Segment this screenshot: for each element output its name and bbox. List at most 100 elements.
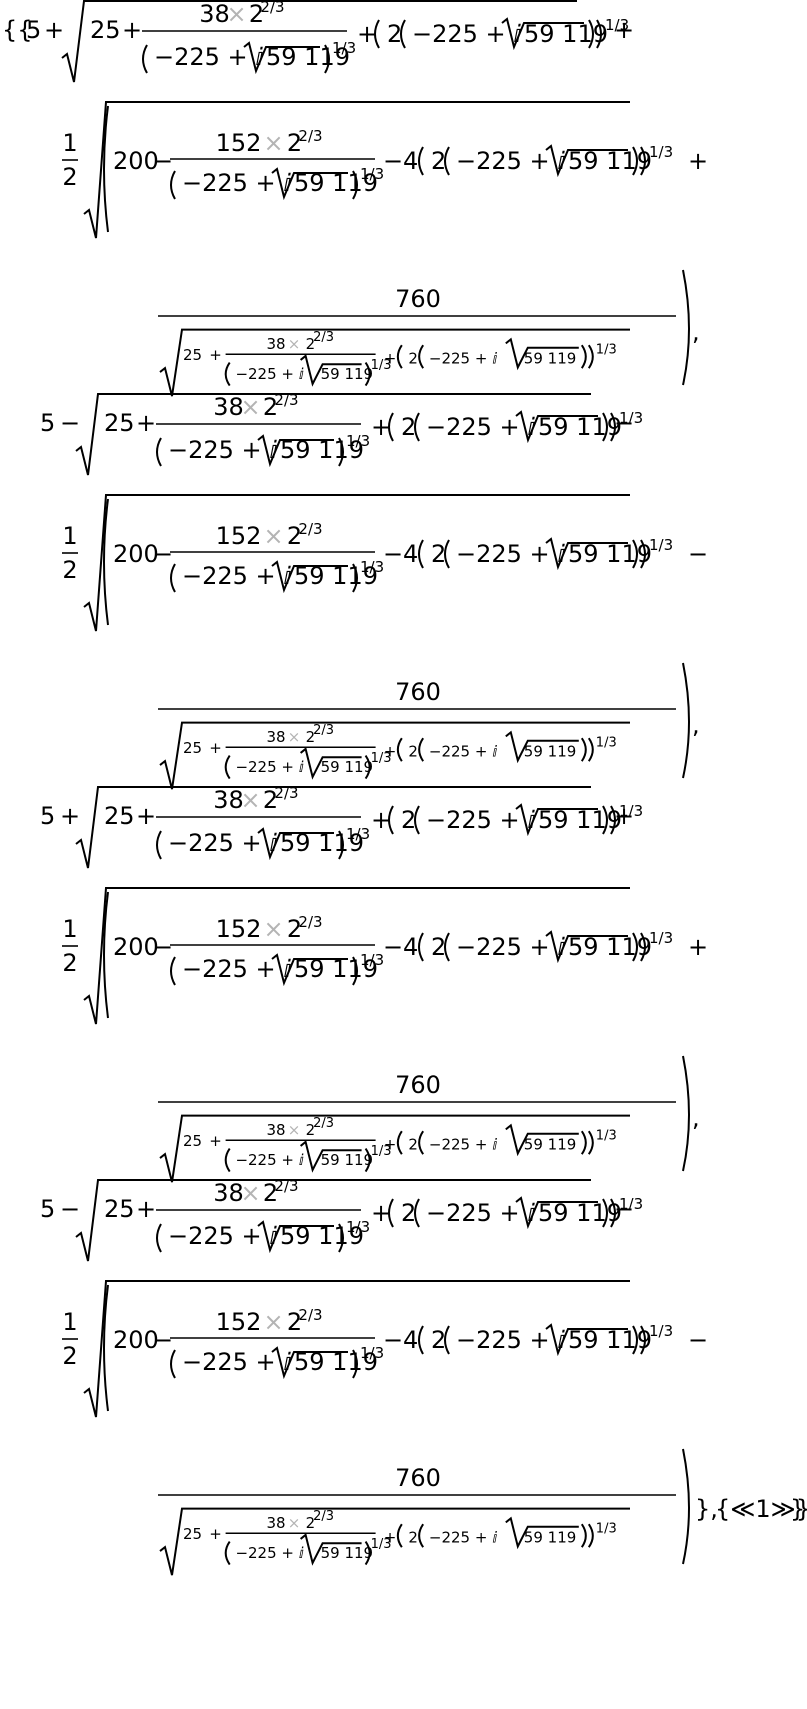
left-paren — [374, 19, 380, 49]
left-paren — [444, 146, 450, 176]
denominator-inner: −225 + ⅈ — [182, 562, 292, 590]
inner-radical — [75, 1179, 591, 1262]
exponent-1-3: 1/3 — [371, 751, 392, 766]
sqrt-59119-radical — [257, 434, 334, 468]
times-sign: × — [240, 786, 260, 814]
right-paren — [364, 1541, 371, 1566]
right-paren — [588, 19, 594, 49]
left-paren — [142, 44, 148, 74]
factor-2: 2 — [401, 806, 416, 834]
right-paren — [640, 1325, 646, 1355]
right-paren — [580, 344, 587, 369]
sqrt-59119: 59 119 — [294, 562, 378, 590]
exponent-2-3: 2/3 — [298, 127, 322, 145]
right-paren — [596, 19, 602, 49]
exponent-1-3: 1/3 — [619, 409, 643, 427]
sign: + — [688, 933, 708, 961]
exponent-1-3: 1/3 — [360, 1344, 384, 1362]
right-paren — [632, 1325, 638, 1355]
term-25: 25 — [90, 16, 121, 44]
coef-4: 4 — [403, 1326, 418, 1354]
sqrt-59119: 59 119 — [321, 365, 374, 383]
sqrt-59119-radical — [505, 730, 579, 764]
left-paren — [224, 1541, 231, 1566]
sqrt-59119: 59 119 — [280, 1222, 364, 1250]
lead-5: 5 — [40, 409, 55, 437]
sqrt-59119-radical — [515, 1196, 598, 1230]
denominator-inner: −225 + ⅈ — [235, 758, 304, 776]
exponent-1-3: 1/3 — [605, 16, 629, 34]
outer-radical — [83, 101, 630, 239]
sqrt-59119-radical — [545, 930, 628, 964]
left-paren — [388, 1198, 394, 1228]
numerator-152: 152 — [216, 522, 262, 550]
right-paren — [640, 539, 646, 569]
left-paren — [224, 362, 231, 387]
times-sign: × — [288, 335, 301, 353]
times-sign: × — [288, 1514, 301, 1532]
minus-sign: − — [383, 933, 403, 961]
times-sign: × — [288, 728, 301, 746]
sqrt-59119: 59 119 — [266, 43, 350, 71]
left-paren — [156, 830, 162, 860]
minus-sign: − — [153, 147, 173, 175]
times-sign: × — [288, 1121, 301, 1139]
left-paren — [396, 344, 403, 369]
exponent-1-3: 1/3 — [360, 165, 384, 183]
exponent-1-3: 1/3 — [596, 1521, 617, 1536]
exponent-1-3: 1/3 — [619, 1195, 643, 1213]
inner-term: −225 + ⅈ — [456, 147, 566, 175]
term-200: 200 — [113, 540, 159, 568]
exponent-2-3: 2/3 — [313, 1116, 334, 1131]
left-paren — [418, 1325, 424, 1355]
minus-sign: − — [153, 1326, 173, 1354]
lead-5: 5 — [40, 1195, 55, 1223]
base-2: 2 — [263, 393, 278, 421]
minus-sign: − — [153, 933, 173, 961]
term-25: 25 — [183, 1132, 202, 1150]
inner-term: −225 + ⅈ — [456, 1326, 566, 1354]
sqrt-59119: 59 119 — [538, 1199, 622, 1227]
sqrt-59119: 59 119 — [538, 806, 622, 834]
exponent-1-3: 1/3 — [371, 1144, 392, 1159]
exponent-1-3: 1/3 — [346, 1218, 370, 1236]
base-2: 2 — [306, 1121, 316, 1139]
term-200: 200 — [113, 1326, 159, 1354]
plus-sign: + — [384, 349, 397, 367]
denominator-inner: −225 + ⅈ — [168, 829, 278, 857]
outer-brace-open: {{ — [2, 16, 33, 44]
right-paren — [580, 1523, 587, 1548]
left-paren — [224, 1148, 231, 1173]
right-paren — [580, 1130, 587, 1155]
big-right-paren — [682, 1448, 690, 1565]
half-denominator: 2 — [62, 1342, 77, 1370]
sqrt-59119-radical — [545, 1323, 628, 1357]
sqrt-59119: 59 119 — [294, 1348, 378, 1376]
right-paren — [352, 1349, 358, 1379]
exponent-2-3: 2/3 — [298, 1306, 322, 1324]
plus-sign: + — [384, 742, 397, 760]
right-paren — [338, 830, 344, 860]
half-numerator: 1 — [62, 915, 77, 943]
right-paren — [610, 412, 616, 442]
inner-term: −225 + ⅈ — [429, 349, 498, 367]
factor-2: 2 — [387, 20, 402, 48]
sqrt-59119: 59 119 — [524, 349, 577, 367]
left-paren — [414, 805, 420, 835]
coef-4: 4 — [403, 147, 418, 175]
sqrt-59119-radical — [271, 1346, 348, 1380]
inner-radical — [75, 393, 591, 476]
coef-4: 4 — [403, 540, 418, 568]
left-paren — [396, 1523, 403, 1548]
left-paren — [418, 932, 424, 962]
half-denominator: 2 — [62, 949, 77, 977]
denominator-inner: −225 + ⅈ — [168, 436, 278, 464]
plus-sign: + — [371, 806, 391, 834]
left-paren — [156, 1223, 162, 1253]
half-numerator: 1 — [62, 522, 77, 550]
sign: + — [688, 147, 708, 175]
sign: − — [688, 1326, 708, 1354]
right-paren — [352, 170, 358, 200]
sqrt-59119-radical — [545, 537, 628, 571]
